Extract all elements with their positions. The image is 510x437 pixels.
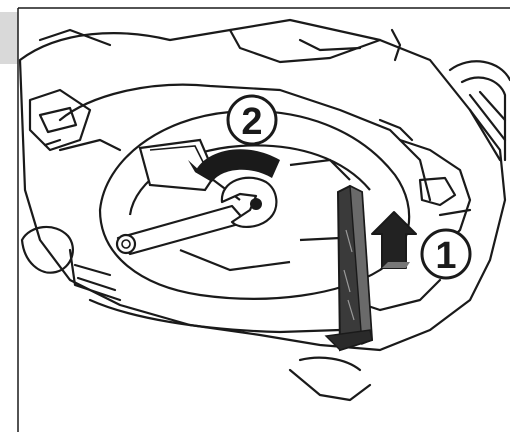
rotation-direction-arc [195, 149, 280, 182]
blade-disk [98, 110, 411, 300]
step-marker-1-label: 1 [435, 235, 456, 277]
wooden-block [324, 184, 374, 352]
spanner-wrench [115, 176, 278, 256]
step-marker-2: 2 [226, 94, 278, 146]
step-marker-1: 1 [420, 228, 472, 280]
push-arrow-shadow [382, 262, 410, 268]
page-tab-marker [0, 12, 18, 64]
cutting-blade [138, 138, 217, 192]
step-marker-2-label: 2 [241, 101, 262, 143]
rotation-arrow-head [188, 160, 212, 182]
